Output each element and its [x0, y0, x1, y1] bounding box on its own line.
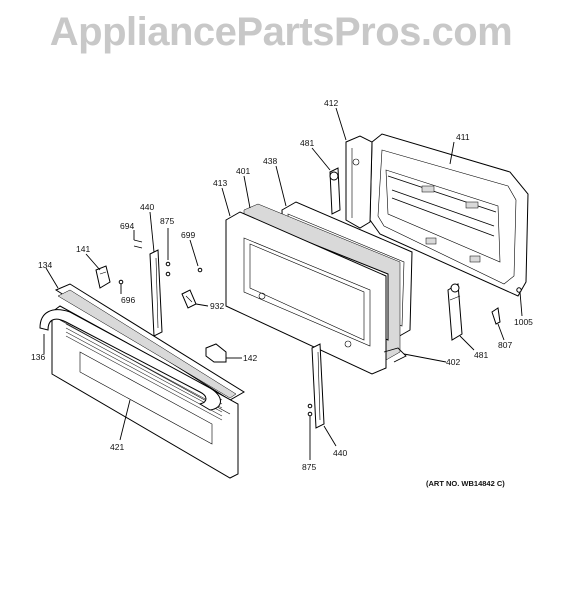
callout-875: 875	[302, 462, 316, 472]
part-696-screw[interactable]	[118, 279, 124, 285]
part-699-screw[interactable]	[197, 267, 203, 273]
callout-134: 134	[38, 260, 52, 270]
callout-699: 699	[181, 230, 195, 240]
callout-141: 141	[76, 244, 90, 254]
callout-412: 412	[324, 98, 338, 108]
callout-932: 932	[210, 301, 224, 311]
callout-1005: 1005	[514, 317, 533, 327]
callout-401: 401	[236, 166, 250, 176]
callout-807: 807	[498, 340, 512, 350]
part-411-door-frame[interactable]	[369, 133, 529, 297]
art-number: (ART NO. WB14842 C)	[426, 479, 505, 488]
callout-481: 481	[474, 350, 488, 360]
part-440-channel-left[interactable]	[149, 249, 163, 337]
callout-440: 440	[140, 202, 154, 212]
callout-136: 136	[31, 352, 45, 362]
part-807-screw[interactable]	[491, 307, 501, 325]
callout-438: 438	[263, 156, 277, 166]
part-142-bracket[interactable]	[205, 343, 227, 363]
callout-481: 481	[300, 138, 314, 148]
part-136-handle[interactable]	[39, 309, 221, 411]
callout-440: 440	[333, 448, 347, 458]
callout-694: 694	[120, 221, 134, 231]
part-875-screws-upper[interactable]	[165, 261, 171, 277]
part-481-hinge-lower[interactable]	[447, 283, 463, 341]
callout-696: 696	[121, 295, 135, 305]
part-875-screws-lower[interactable]	[307, 403, 313, 417]
part-440-channel-right[interactable]	[311, 343, 325, 429]
part-134-vent-trim[interactable]	[54, 283, 245, 401]
part-481-hinge-upper[interactable]	[329, 167, 341, 215]
callout-875: 875	[160, 216, 174, 226]
part-413-door-liner[interactable]	[225, 211, 387, 375]
callout-402: 402	[446, 357, 460, 367]
callout-421: 421	[110, 442, 124, 452]
part-141-bracket[interactable]	[95, 265, 111, 289]
callout-413: 413	[213, 178, 227, 188]
part-932-clip[interactable]	[181, 289, 197, 309]
callout-411: 411	[456, 132, 470, 142]
part-412-glass-pane[interactable]	[345, 135, 373, 229]
part-402-gasket[interactable]	[383, 347, 407, 363]
part-1005-screw[interactable]	[516, 287, 522, 293]
callout-142: 142	[243, 353, 257, 363]
site-watermark: AppliancePartsPros.com	[49, 10, 513, 54]
leader-lines	[43, 107, 523, 460]
part-694-screws[interactable]	[133, 239, 143, 249]
